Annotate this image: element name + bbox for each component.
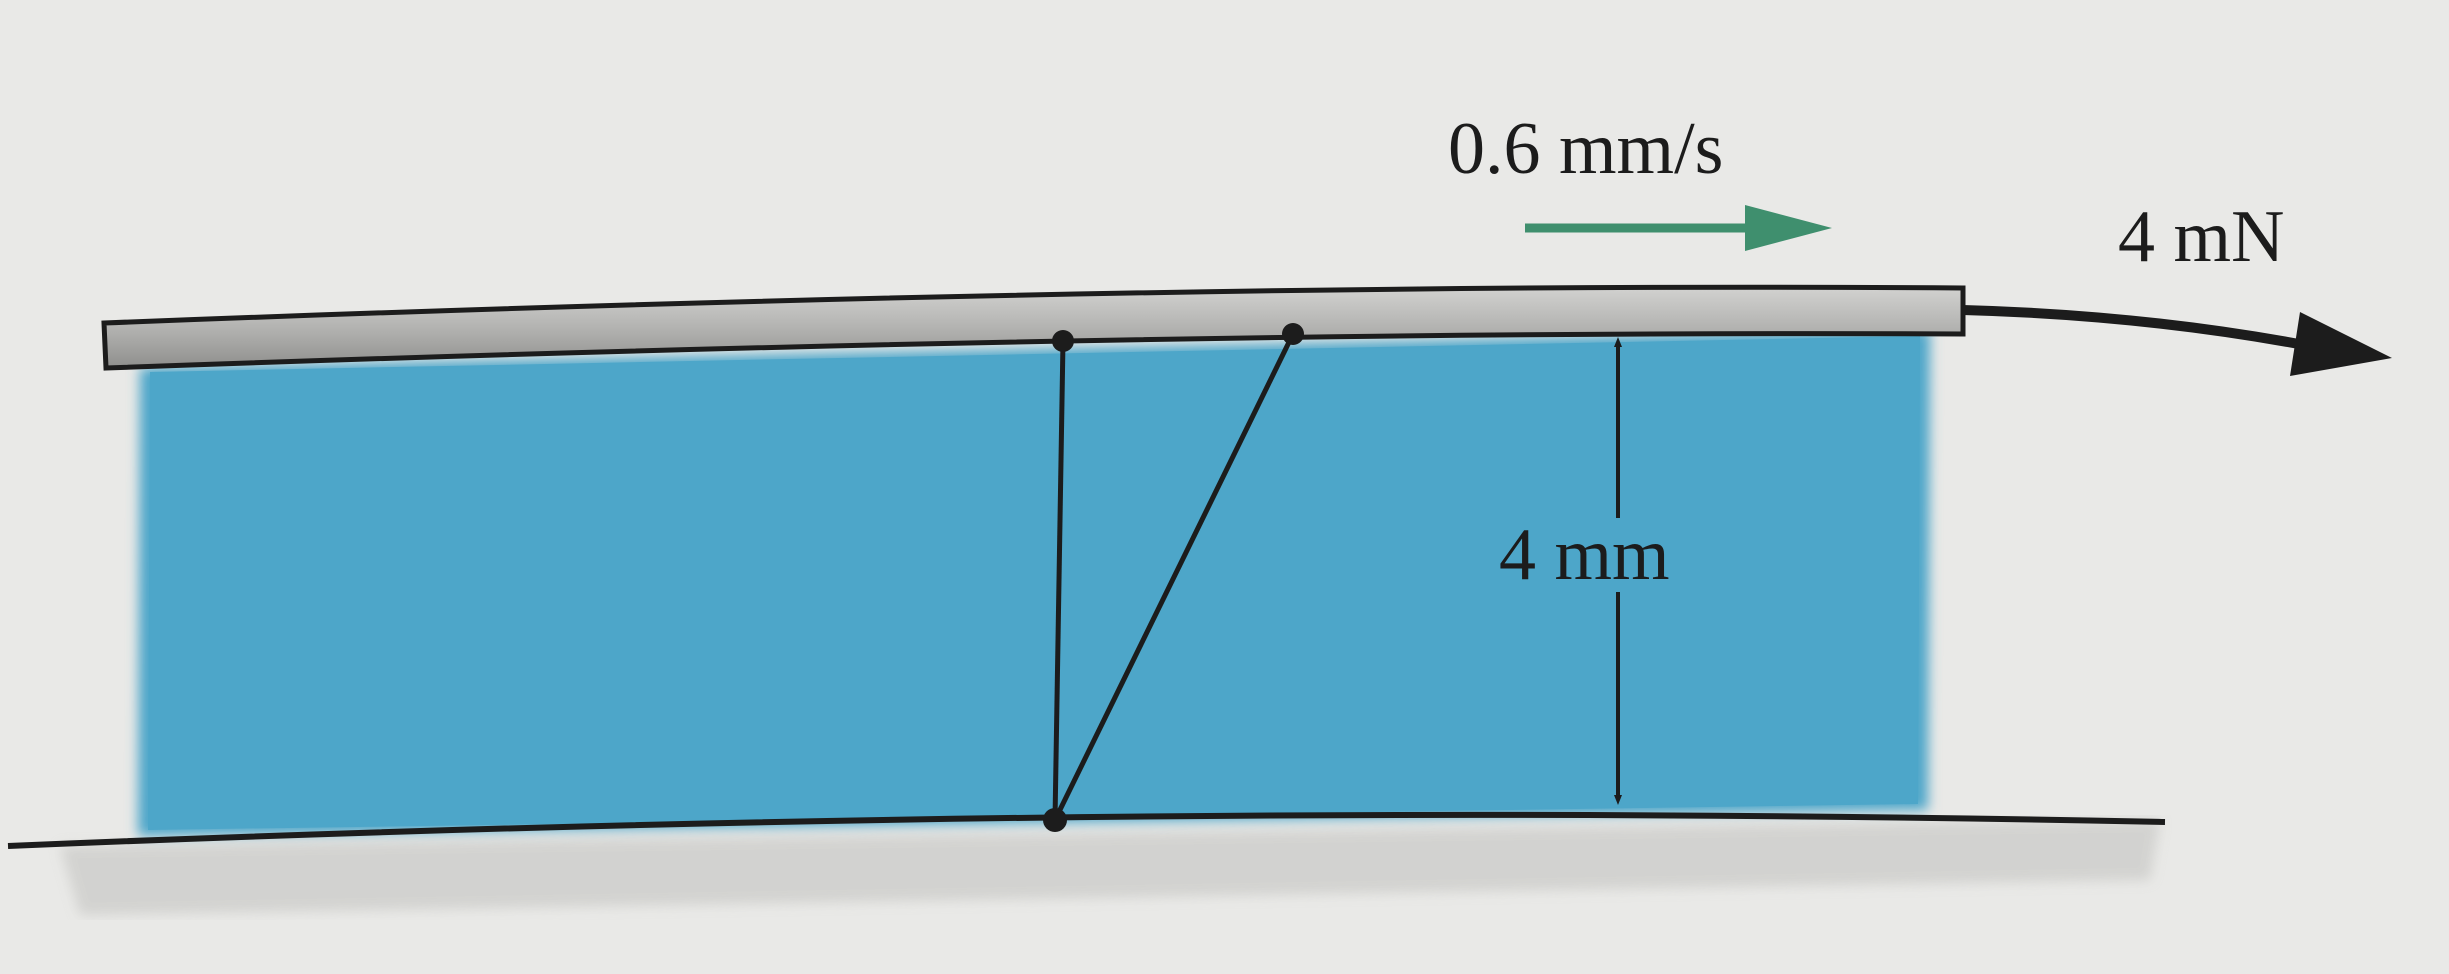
fixed-bottom-plate	[7, 811, 2166, 849]
force-arrow-icon	[1962, 305, 2392, 376]
point-marker-top-left	[1052, 330, 1074, 352]
point-marker-bottom	[1043, 808, 1067, 832]
ground-surface	[60, 820, 2160, 915]
initial-fluid-line	[1052, 340, 1066, 821]
velocity-arrow-icon	[1525, 205, 1832, 251]
velocity-label: 0.6 mm/s	[1448, 108, 1724, 190]
gap-height-label: 4 mm	[1493, 518, 1676, 592]
force-label: 4 mN	[2118, 196, 2285, 278]
deformed-fluid-line	[1052, 332, 1296, 822]
moving-top-plate	[101, 284, 1966, 371]
point-marker-top-right	[1282, 323, 1304, 345]
